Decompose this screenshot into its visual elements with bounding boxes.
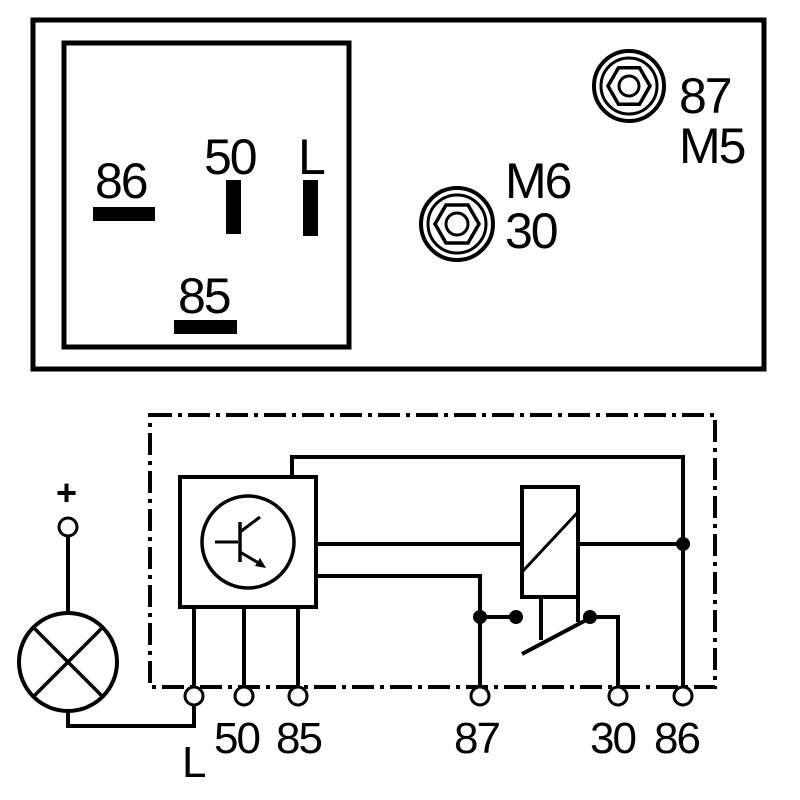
stud-30-nut-icon [419,186,495,262]
terminal-87-label: 87 [454,714,499,763]
junction-dot [583,610,597,624]
junction-dot [509,610,523,624]
stud-30-label: 30 [505,203,557,259]
circuit-schematic: + L 50 85 87 30 86 [17,413,717,787]
connector-plug-outline [61,40,352,350]
stud-87-label: 87 [679,68,731,124]
stud-30-thread-label: M6 [505,153,571,209]
pin-50-label: 50 [204,129,256,185]
device-boundary [148,413,717,689]
junction-dot [676,537,690,551]
lamp-icon [17,611,119,713]
supply-plus-label: + [56,472,76,513]
terminal-86 [672,685,694,707]
terminal-85 [287,685,309,707]
wiring [66,455,685,728]
pin-86-blade [93,207,155,221]
stud-87-nut-icon [592,49,666,123]
terminal-30 [607,685,629,707]
pin-50-blade [226,180,241,234]
housing-outline [30,17,767,372]
pin-85-blade [174,320,237,334]
pin-86-label: 86 [95,153,147,209]
terminal-l [183,685,205,707]
housing-view: 86 50 L 85 87 M5 M6 30 [30,17,767,372]
junction-dot [473,610,487,624]
transistor-icon [200,494,296,590]
terminal-86-label: 86 [654,714,699,763]
terminal-50-label: 50 [214,714,259,763]
stud-87-thread-label: M5 [679,118,745,174]
supply-terminal [57,516,79,538]
terminal-l-label: L [182,738,206,787]
pin-l-blade [303,180,318,236]
terminal-30-label: 30 [590,714,635,763]
pin-85-label: 85 [178,268,230,324]
terminal-50 [233,685,255,707]
pin-l-label: L [298,129,325,185]
terminal-87 [469,685,491,707]
terminal-85-label: 85 [276,714,321,763]
